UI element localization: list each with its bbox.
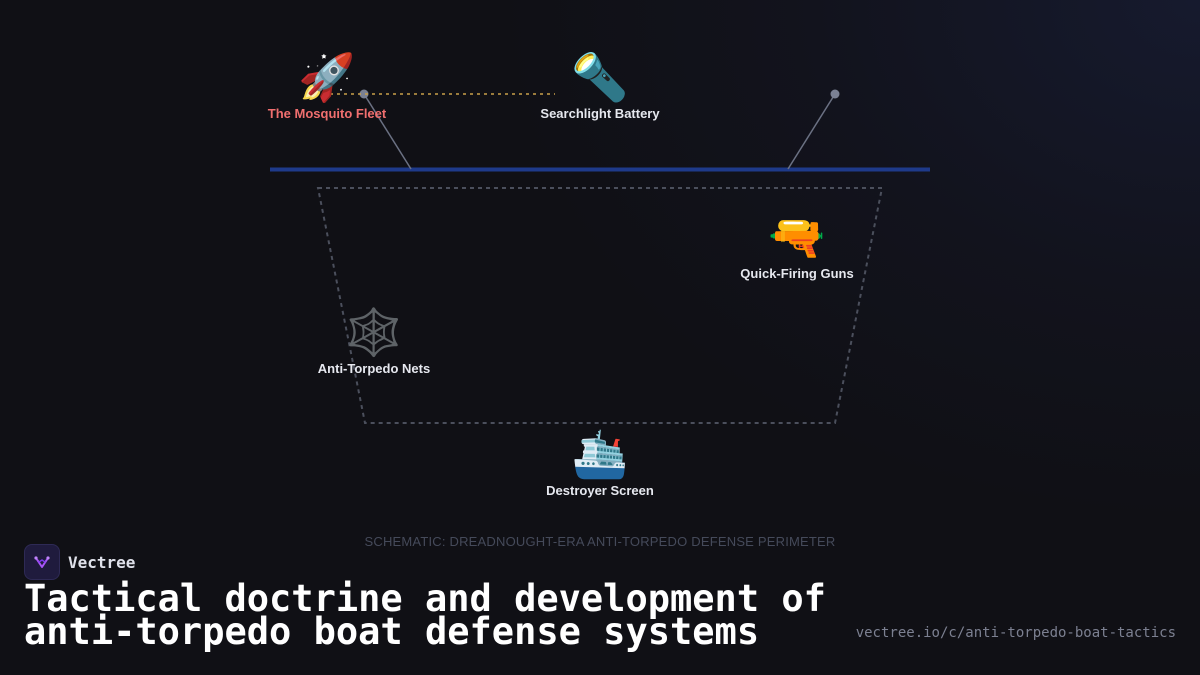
- rocket-icon: 🚀: [298, 51, 356, 103]
- anti-torpedo-nets-label: Anti-Torpedo Nets: [317, 361, 431, 376]
- destroyer-screen-label: Destroyer Screen: [546, 483, 654, 498]
- page-url: vectree.io/c/anti-torpedo-boat-tactics: [855, 625, 1176, 641]
- brand: Vectree: [24, 544, 135, 580]
- spider-web-icon: 🕸️: [345, 306, 403, 358]
- flashlight-icon: 🔦: [571, 51, 629, 103]
- water-pistol-icon: 🔫: [768, 211, 826, 263]
- quick-firing-guns-label: Quick-Firing Guns: [740, 266, 854, 281]
- node-searchlight-battery: 🔦 Searchlight Battery: [540, 52, 659, 121]
- left-boom-anchor: [359, 89, 369, 99]
- left-boom-line: [363, 93, 412, 170]
- ship-icon: 🛳️: [571, 428, 629, 480]
- brand-name: Vectree: [68, 552, 136, 572]
- node-anti-torpedo-nets: 🕸️ Anti-Torpedo Nets: [318, 307, 430, 376]
- right-boom-line: [787, 93, 836, 170]
- searchlight-battery-label: Searchlight Battery: [540, 106, 660, 121]
- right-boom-anchor: [830, 89, 840, 99]
- defense-perimeter: [316, 187, 884, 424]
- diagram-caption: SCHEMATIC: DREADNOUGHT-ERA ANTI-TORPEDO …: [364, 534, 836, 549]
- page-title: Tactical doctrine and development of ant…: [24, 577, 826, 653]
- vectree-logo-icon: [24, 544, 60, 580]
- node-destroyer-screen: 🛳️ Destroyer Screen: [546, 429, 654, 498]
- mosquito-fleet-label: The Mosquito Fleet: [267, 106, 387, 121]
- node-mosquito-fleet: 🚀 The Mosquito Fleet: [268, 52, 386, 121]
- node-quick-firing-guns: 🔫 Quick-Firing Guns: [740, 212, 853, 281]
